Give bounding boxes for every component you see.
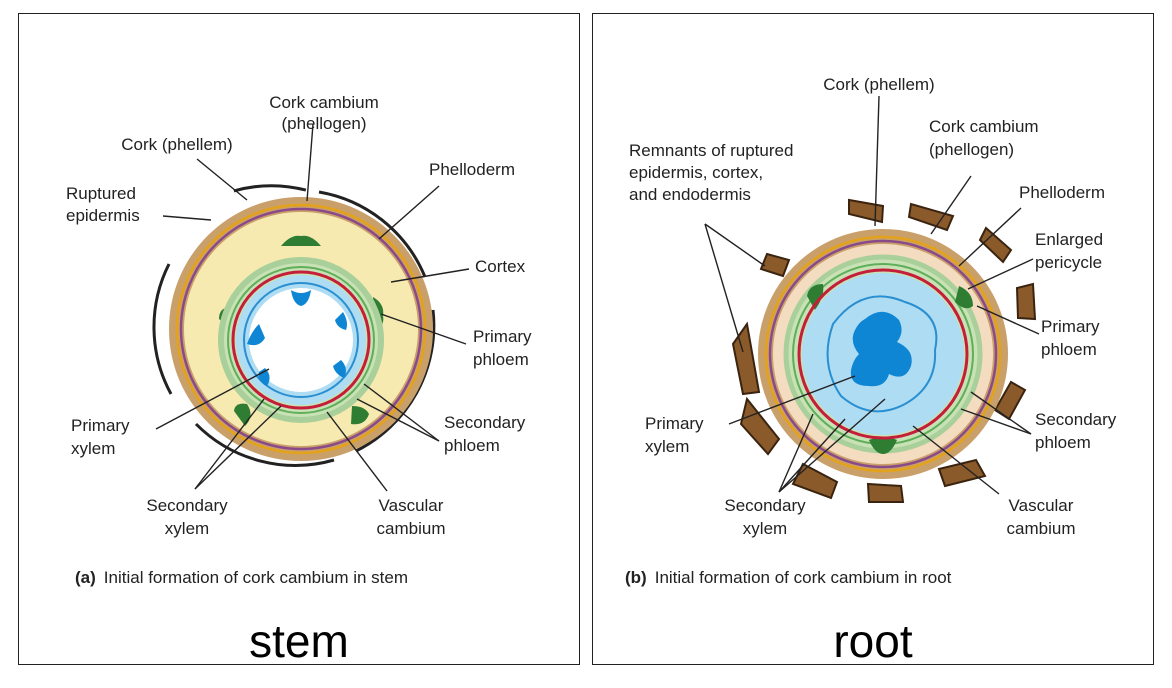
root-label-primary-phloem-2: phloem <box>1041 340 1097 359</box>
root-vascular-cambium <box>797 268 969 440</box>
root-label-cork: Cork (phellem) <box>823 75 934 94</box>
root-label-cork-cambium-2: (phellogen) <box>929 140 1014 159</box>
root-label-vascular-cambium-2: cambium <box>1007 519 1076 538</box>
root-big-label: root <box>833 615 913 667</box>
root-label-secondary-xylem-2: xylem <box>743 519 787 538</box>
stem-label-primary-xylem: Primary <box>71 416 130 435</box>
root-label-secondary-xylem: Secondary <box>724 496 806 515</box>
stem-vascular-cambium <box>231 270 371 410</box>
root-label-secondary-phloem-2: phloem <box>1035 433 1091 452</box>
root-remnants <box>731 198 1037 503</box>
stem-label-epidermis: epidermis <box>66 206 140 225</box>
stem-label-secondary-phloem-2: phloem <box>444 436 500 455</box>
stem-label-secondary-phloem: Secondary <box>444 413 526 432</box>
stem-panel: Cork cambium (phellogen) Cork (phellem) … <box>18 13 580 667</box>
root-leader-lines <box>704 95 1040 495</box>
root-phelloderm <box>768 239 998 469</box>
stem-label-primary-xylem-2: xylem <box>71 439 115 458</box>
stem-diagram: Cork cambium (phellogen) Cork (phellem) … <box>66 93 532 587</box>
stem-label-secondary-xylem-2: xylem <box>165 519 209 538</box>
root-diagram: Cork (phellem) Cork cambium (phellogen) … <box>625 75 1117 587</box>
stem-phelloderm <box>179 207 423 451</box>
stem-label-ruptured: Ruptured <box>66 184 136 203</box>
root-primary-xylem <box>850 311 912 387</box>
root-label-remnants: Remnants of ruptured <box>629 141 793 160</box>
root-label-phelloderm: Phelloderm <box>1019 183 1105 202</box>
stem-label-cork-cambium-2: (phellogen) <box>281 114 366 133</box>
stem-label-primary-phloem: Primary <box>473 327 532 346</box>
stem-caption: (a) Initial formation of cork cambium in … <box>75 568 408 587</box>
root-primary-phloem <box>807 284 973 454</box>
root-label-pericycle: pericycle <box>1035 253 1102 272</box>
root-caption: (b) Initial formation of cork cambium in … <box>625 568 952 587</box>
stem-label-phelloderm: Phelloderm <box>429 160 515 179</box>
root-label-enlarged: Enlarged <box>1035 230 1103 249</box>
root-label-primary-xylem: Primary <box>645 414 704 433</box>
root-label-primary-phloem: Primary <box>1041 317 1100 336</box>
root-caption-text: Initial formation of cork cambium in roo… <box>655 568 952 587</box>
root-label-remnants-2: epidermis, cortex, <box>629 163 763 182</box>
stem-big-label: stem <box>249 615 349 667</box>
stem-primary-xylem <box>247 290 347 386</box>
root-label-vascular-cambium: Vascular <box>1009 496 1074 515</box>
stem-label-vascular-cambium: Vascular <box>379 496 444 515</box>
stem-label-cork: Cork (phellem) <box>121 135 232 154</box>
root-phellogen <box>764 235 1002 473</box>
stem-caption-text: Initial formation of cork cambium in ste… <box>104 568 408 587</box>
stem-label-primary-phloem-2: phloem <box>473 350 529 369</box>
root-panel: Cork (phellem) Cork cambium (phellogen) … <box>592 13 1154 667</box>
stem-pith <box>249 288 353 392</box>
root-label-cork-cambium: Cork cambium <box>929 117 1039 136</box>
root-label-secondary-phloem: Secondary <box>1035 410 1117 429</box>
stem-label-secondary-xylem: Secondary <box>146 496 228 515</box>
stem-caption-letter: (a) <box>75 568 96 587</box>
stem-leader-lines <box>155 123 470 492</box>
root-label-primary-xylem-2: xylem <box>645 437 689 456</box>
stem-label-vascular-cambium-2: cambium <box>377 519 446 538</box>
root-caption-letter: (b) <box>625 568 647 587</box>
stem-label-cork-cambium: Cork cambium <box>269 93 379 112</box>
stem-label-cortex: Cortex <box>475 257 526 276</box>
root-label-remnants-3: and endodermis <box>629 185 751 204</box>
